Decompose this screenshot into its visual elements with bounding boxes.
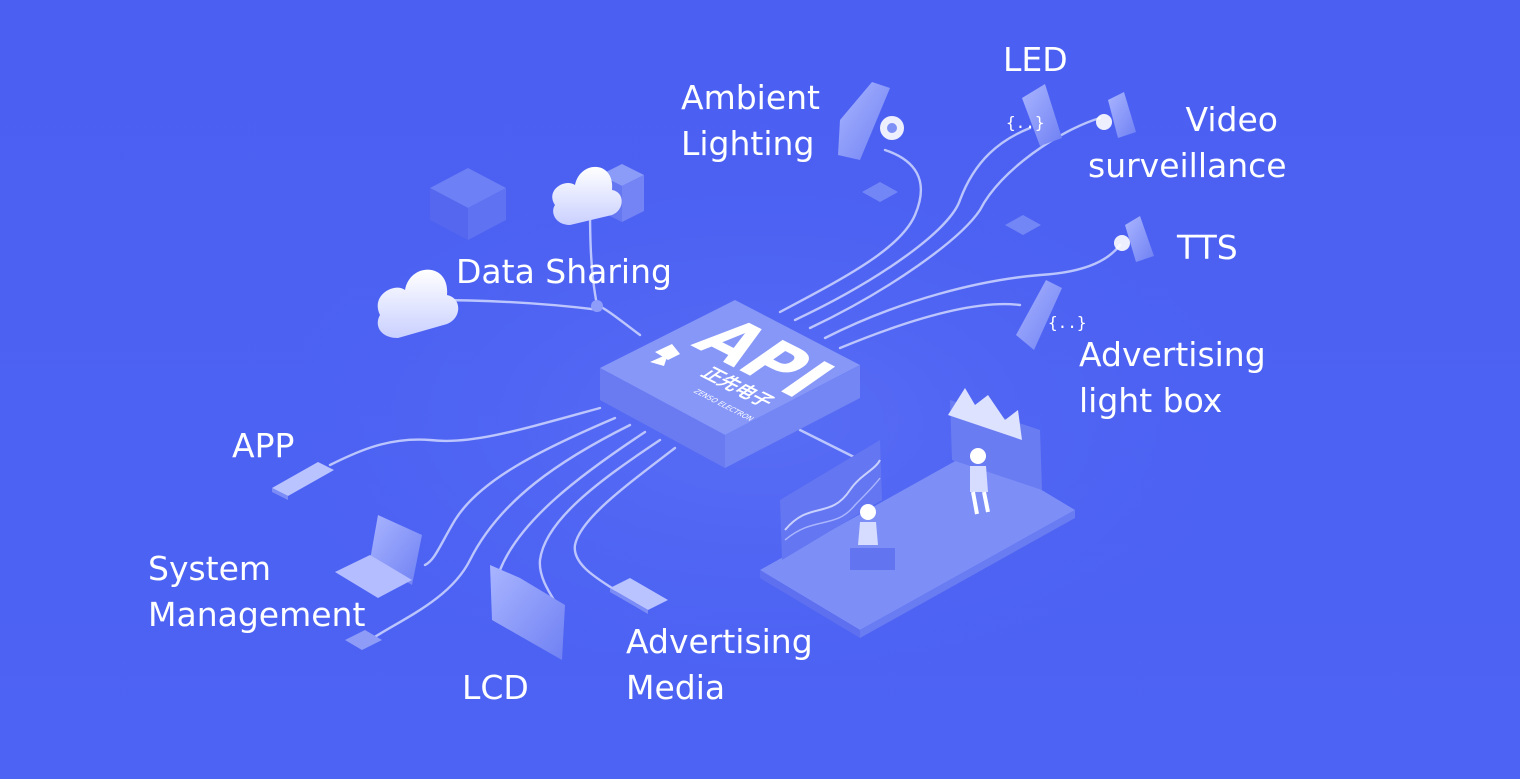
led-device: {..}: [1006, 84, 1062, 146]
label-system-management: System Management: [148, 549, 366, 634]
gear-icon: [1096, 114, 1112, 130]
seated-person-icon: [850, 504, 895, 570]
label-tts: TTS: [1177, 228, 1238, 267]
label-ambient-lighting: Ambient Lighting: [681, 78, 820, 163]
chart-board: [780, 440, 882, 560]
advertising-media-device: [610, 578, 668, 614]
label-data-sharing: Data Sharing: [456, 252, 672, 291]
advertising-light-box-device: {..}: [1016, 280, 1087, 350]
label-advertising-media: Advertising Media: [626, 622, 813, 707]
tts-device: [1114, 216, 1154, 262]
cloud-icon: [552, 166, 622, 225]
data-sharing-devices: [377, 164, 644, 338]
ambient-lighting-device: [838, 82, 904, 160]
laptop-device: [335, 515, 422, 650]
label-led: LED: [1003, 40, 1068, 79]
app-tablet-device: [272, 462, 334, 500]
label-video-surveillance: Video surveillance: [1088, 100, 1287, 185]
api-hub-chip: API 正先电子 ZENSO ELECTRON: [600, 300, 860, 468]
analytics-platform: [760, 388, 1075, 638]
mountain-chart-icon: [948, 388, 1022, 440]
cloud-icon: [377, 269, 459, 338]
gear-icon: [1114, 235, 1130, 251]
label-lcd: LCD: [462, 668, 529, 707]
standing-person-icon: [970, 448, 990, 515]
label-advertising-light-box: Advertising light box: [1079, 335, 1266, 420]
label-app: APP: [232, 426, 295, 465]
decorative-tiles: [430, 168, 1041, 240]
lcd-screen-device: [490, 565, 565, 660]
video-surveillance-device: [1096, 92, 1136, 138]
code-brackets-icon: {..}: [1048, 313, 1087, 332]
code-brackets-icon: {..}: [1006, 113, 1045, 132]
brand-logo-icon: [650, 344, 680, 366]
